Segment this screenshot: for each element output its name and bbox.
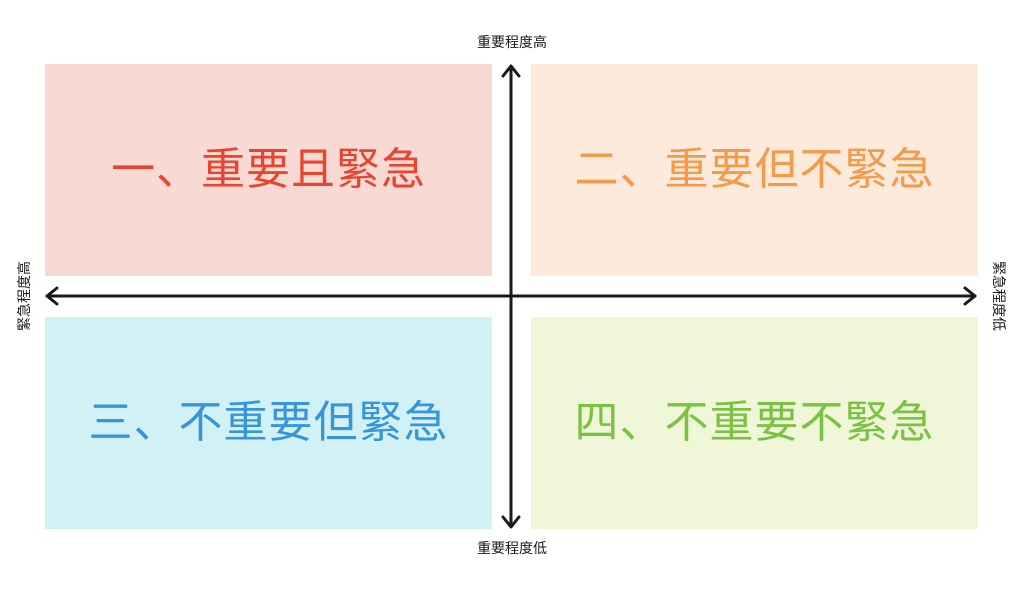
axis-label-importance-high: 重要程度高 [477,35,547,51]
quadrant-important-not-urgent: 二、重要但不緊急 [531,64,978,276]
axis-label-urgency-high: 緊急程度高 [17,261,33,331]
axis-label-importance-low: 重要程度低 [477,541,547,557]
arrow-up-icon [501,64,521,78]
arrow-right-icon [963,286,977,306]
quadrant-label: 一、重要且緊急 [111,144,426,195]
quadrant-label: 四、不重要不緊急 [574,397,935,448]
quadrant-not-important-not-urgent: 四、不重要不緊急 [531,317,978,529]
quadrant-not-important-urgent: 三、不重要但緊急 [45,317,492,529]
quadrant-label: 二、重要但不緊急 [574,144,935,195]
axis-label-urgency-low: 緊急程度低 [990,261,1006,331]
arrow-left-icon [45,286,59,306]
quadrant-important-urgent: 一、重要且緊急 [45,64,492,276]
arrow-down-icon [501,515,521,529]
quadrant-label: 三、不重要但緊急 [88,397,449,448]
